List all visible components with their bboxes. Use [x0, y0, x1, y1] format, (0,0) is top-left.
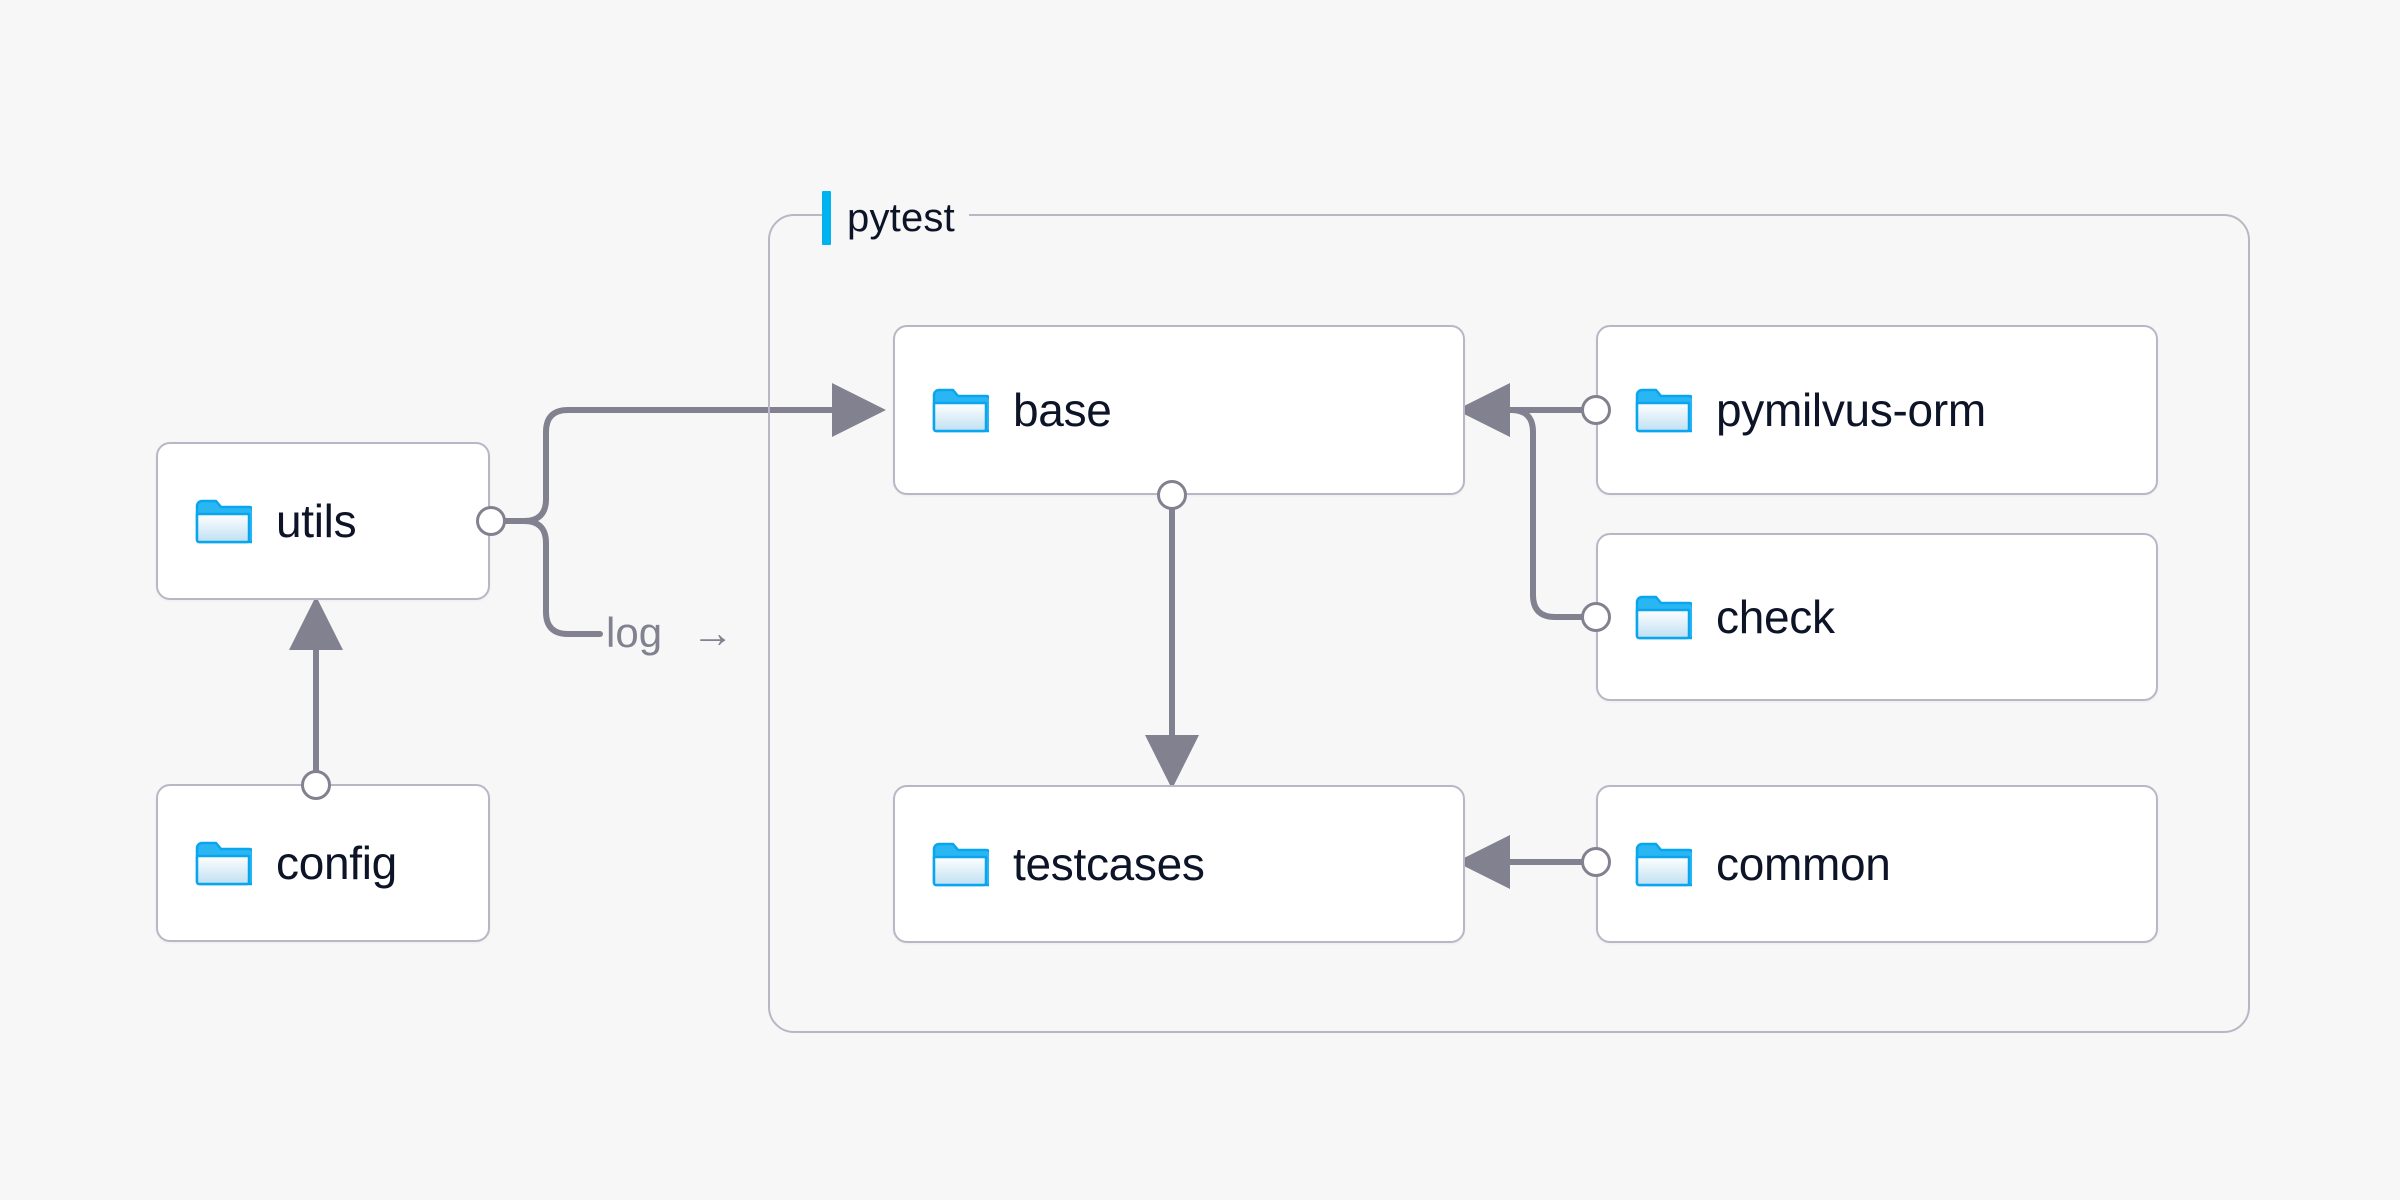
edge-label-log: log → [606, 609, 734, 657]
pytest-group-label: pytest [822, 190, 969, 246]
folder-icon [194, 497, 252, 545]
node-config[interactable]: config [156, 784, 490, 942]
folder-icon [931, 386, 989, 434]
edge-utils-to-log [488, 518, 603, 637]
node-common[interactable]: common [1596, 785, 2158, 943]
port-config-top[interactable] [301, 770, 331, 800]
pytest-group-container[interactable] [768, 214, 2250, 1033]
edge-check-to-base [1462, 407, 1584, 620]
folder-icon [1634, 386, 1692, 434]
node-check[interactable]: check [1596, 533, 2158, 701]
port-pymilvus-orm-left[interactable] [1581, 395, 1611, 425]
folder-icon [194, 839, 252, 887]
folder-icon [1634, 840, 1692, 888]
node-testcases[interactable]: testcases [893, 785, 1465, 943]
node-label-config: config [276, 837, 397, 889]
node-label-common: common [1716, 838, 1891, 890]
node-label-testcases: testcases [1013, 838, 1205, 890]
node-label-base: base [1013, 384, 1112, 436]
edge-label-log-text: log [606, 609, 663, 656]
node-pymilvus-orm[interactable]: pymilvus-orm [1596, 325, 2158, 495]
port-utils-right[interactable] [476, 506, 506, 536]
node-utils[interactable]: utils [156, 442, 490, 600]
port-common-left[interactable] [1581, 847, 1611, 877]
node-label-check: check [1716, 591, 1835, 643]
node-label-pymilvus-orm: pymilvus-orm [1716, 384, 1986, 436]
group-accent-bar [822, 191, 831, 245]
group-title-text: pytest [847, 195, 955, 240]
folder-icon [1634, 593, 1692, 641]
port-base-bottom[interactable] [1157, 480, 1187, 510]
port-check-left[interactable] [1581, 602, 1611, 632]
folder-icon [931, 840, 989, 888]
node-base[interactable]: base [893, 325, 1465, 495]
node-label-utils: utils [276, 495, 357, 547]
edge-label-log-arrow-icon: → [691, 609, 734, 656]
